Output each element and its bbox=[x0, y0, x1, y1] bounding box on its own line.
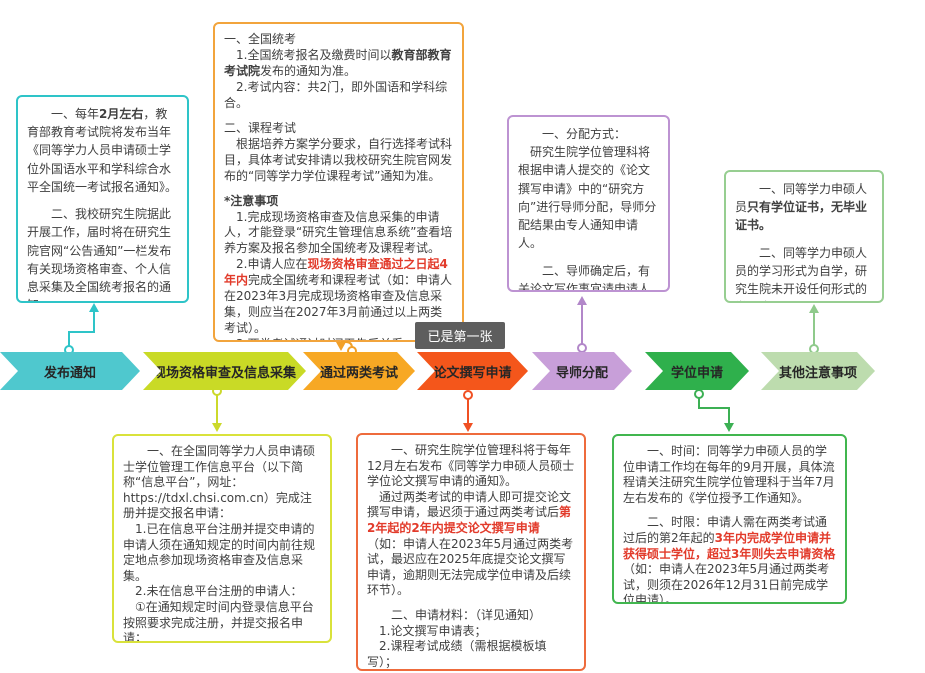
paragraph: 1.已在信息平台注册并提交申请的申请人须在通知规定的时间内前往规定地点参加现场资… bbox=[123, 521, 316, 583]
paragraph: 二、同等学力申硕人员的学习形式为自学，研究生院未开设任何形式的学习班。 bbox=[735, 245, 868, 301]
paragraph: 1.完成现场资格审查及信息采集的申请人，才能登录“研究生管理信息系统”查看培养方… bbox=[224, 209, 453, 256]
paragraph: 3.全国统考成绩截图； bbox=[367, 670, 575, 671]
paragraph: 2.课程考试成绩（需根据模板填写）； bbox=[367, 639, 547, 669]
box-onsite-review-detail: 一、在全国同等学力人员申请硕士学位管理工作信息平台（以下简称“信息平台”，网址：… bbox=[112, 434, 332, 643]
connector-thesis-application bbox=[463, 390, 473, 432]
paragraph: 3.两类考试通过时间无先后关系，在规定时间内通过即可。 bbox=[224, 337, 453, 340]
paragraph: 一、全国统考 bbox=[224, 32, 297, 46]
step-publish-notice: 发布通知 bbox=[0, 352, 140, 390]
box-publish-notice-detail: 一、每年2月左右，教育部教育考试院将发布当年《同等学力人员申请硕士学位外国语水平… bbox=[16, 95, 189, 303]
paragraph: 一、分配方式： bbox=[542, 127, 627, 141]
paragraph: 通过两类考试的申请人即可提交论文撰写申请，最迟须于通过两类考试后第2年起的2年内… bbox=[367, 489, 574, 598]
paragraph: 二、申请材料：（详见通知） bbox=[391, 607, 542, 622]
connector-dot bbox=[463, 390, 473, 400]
paragraph: 2.申请人应在现场资格审查通过之日起4年内完成全国统考和课程考试（如：申请人在2… bbox=[224, 257, 453, 336]
paragraph: 根据培养方案学分要求，自行选择考试科目，具体考试安排请以我校研究生院官网发布的“… bbox=[224, 136, 453, 183]
paragraph: 一、时间：同等学力申硕人员的学位申请工作均在每年的9月开展，具体流程请关注研究生… bbox=[623, 444, 835, 505]
tooltip-already-first-image: 已是第一张 bbox=[415, 322, 505, 349]
paragraph: 一、研究生院学位管理科将于每年12月左右发布《同等学力申硕人员硕士学位论文撰写申… bbox=[367, 443, 575, 489]
paragraph: 1.全国统考报名及缴费时间以教育部教育考试院发布的通知为准。 bbox=[224, 47, 452, 78]
box-thesis-application-detail: 一、研究生院学位管理科将于每年12月左右发布《同等学力申硕人员硕士学位论文撰写申… bbox=[356, 433, 586, 671]
paragraph: *注意事项 bbox=[224, 193, 279, 208]
connector-supervisor bbox=[577, 296, 587, 353]
box-supervisor-detail: 一、分配方式： 研究生院学位管理科将根据申请人提交的《论文撰写申请》中的“研究方向… bbox=[507, 115, 670, 292]
step-two-exams: 通过两类考试 bbox=[303, 352, 415, 390]
connector-dot bbox=[694, 389, 704, 399]
paragraph: 二、课程考试 bbox=[224, 120, 297, 135]
paragraph: 一、在全国同等学力人员申请硕士学位管理工作信息平台（以下简称“信息平台”，网址：… bbox=[123, 444, 316, 521]
paragraph: 2.未在信息平台注册的申请人： bbox=[135, 584, 303, 599]
connector-onsite-review bbox=[212, 386, 222, 432]
paragraph: 一、每年2月左右，教育部教育考试院将发布当年《同等学力人员申请硕士学位外国语水平… bbox=[27, 107, 178, 194]
connector-dot bbox=[577, 343, 587, 353]
paragraph: 2.考试内容：共2门，即外国语和学科综合。 bbox=[224, 79, 448, 110]
connector-other-notes bbox=[809, 304, 819, 354]
step-other-notes: 其他注意事项 bbox=[761, 352, 875, 390]
paragraph: 二、时限：申请人需在两类考试通过后的第2年起的3年内完成学位申请并获得硕士学位，… bbox=[623, 515, 836, 604]
step-supervisor-assignment: 导师分配 bbox=[532, 352, 632, 390]
paragraph: 1.论文撰写申请表； bbox=[379, 623, 487, 638]
step-onsite-review: 现场资格审查及信息采集 bbox=[143, 352, 306, 390]
connector-degree-application bbox=[694, 389, 734, 432]
paragraph: 二、导师确定后，有关论文写作事宜请申请人及时与导师联系、沟通。 bbox=[518, 263, 651, 292]
connector-dot bbox=[809, 344, 819, 354]
connector-publish-notice bbox=[64, 303, 99, 355]
paragraph: 研究生院学位管理科将根据申请人提交的《论文撰写申请》中的“研究方向”进行导师分配… bbox=[518, 145, 657, 251]
box-degree-application-detail: 一、时间：同等学力申硕人员的学位申请工作均在每年的9月开展，具体流程请关注研究生… bbox=[612, 434, 847, 604]
box-other-notes-detail: 一、同等学力申硕人员只有学位证书，无毕业证书。二、同等学力申硕人员的学习形式为自… bbox=[724, 170, 884, 303]
paragraph: 二、我校研究生院据此开展工作，届时将在研究生院官网“公告通知”一栏发布有关现场资… bbox=[27, 207, 172, 301]
step-thesis-application: 论文撰写申请 bbox=[417, 352, 528, 390]
paragraph: ①在通知规定时间内登录信息平台按照要求完成注册，并提交报名申请； bbox=[123, 599, 314, 643]
step-degree-application: 学位申请 bbox=[645, 352, 749, 390]
paragraph: 一、同等学力申硕人员只有学位证书，无毕业证书。 bbox=[735, 182, 868, 233]
